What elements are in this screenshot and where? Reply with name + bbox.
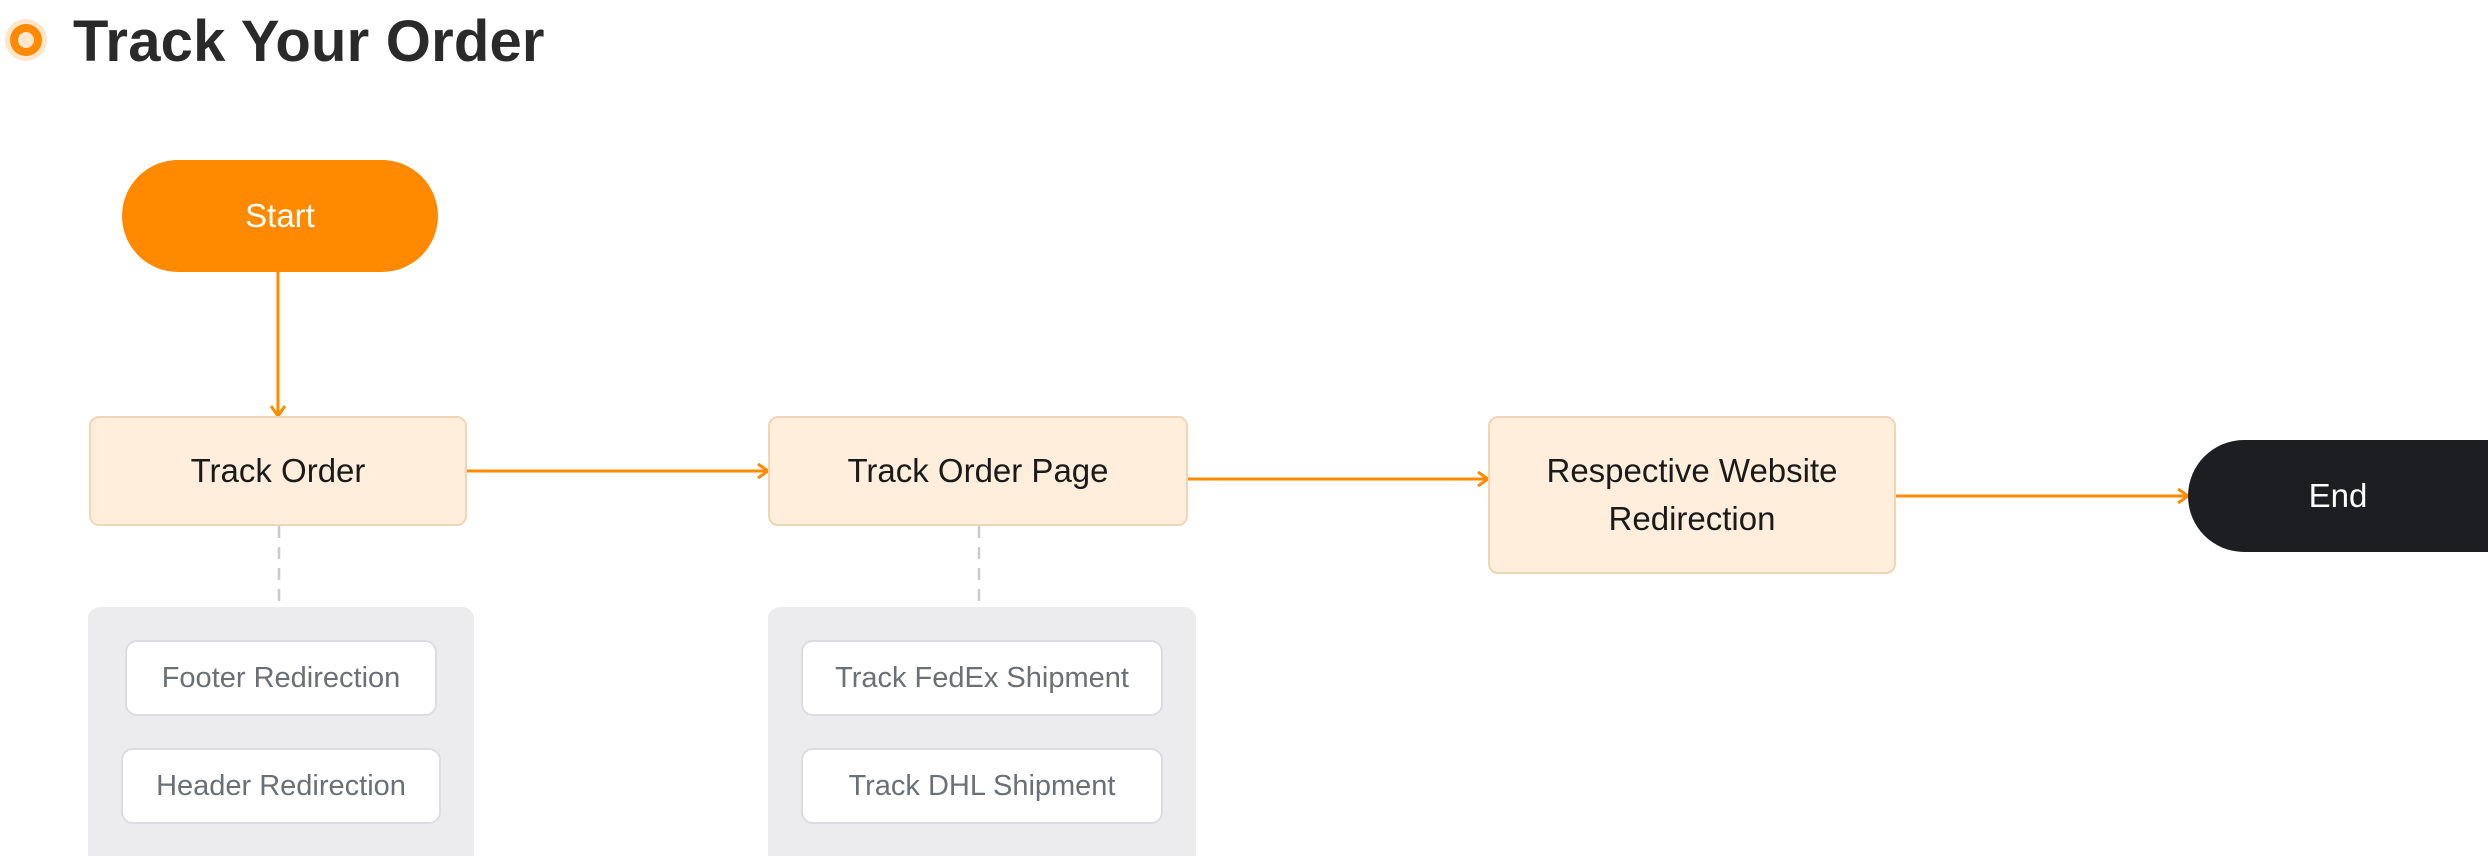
step-track-order: Track Order — [89, 416, 467, 526]
step-label: Respective Website Redirection — [1546, 447, 1837, 543]
step-label: Track Order — [190, 452, 366, 489]
step-track-order-page: Track Order Page — [768, 416, 1188, 526]
option-header-redirection: Header Redirection — [121, 748, 441, 824]
end-node: End — [2188, 440, 2488, 552]
start-node: Start — [122, 160, 438, 272]
step-label-line: Redirection — [1608, 500, 1776, 537]
step-label: Track Order Page — [847, 452, 1109, 489]
option-track-fedex-shipment: Track FedEx Shipment — [801, 640, 1163, 716]
status-ring-icon — [5, 19, 47, 61]
end-label: End — [2308, 477, 2368, 514]
step-label-line: Respective Website — [1546, 452, 1838, 489]
option-track-dhl-shipment: Track DHL Shipment — [801, 748, 1163, 824]
option-footer-redirection: Footer Redirection — [125, 640, 437, 716]
page-title: Track Your Order — [73, 9, 545, 74]
start-label: Start — [245, 197, 315, 234]
step-respective-website-redirection: Respective Website Redirection — [1488, 416, 1896, 574]
